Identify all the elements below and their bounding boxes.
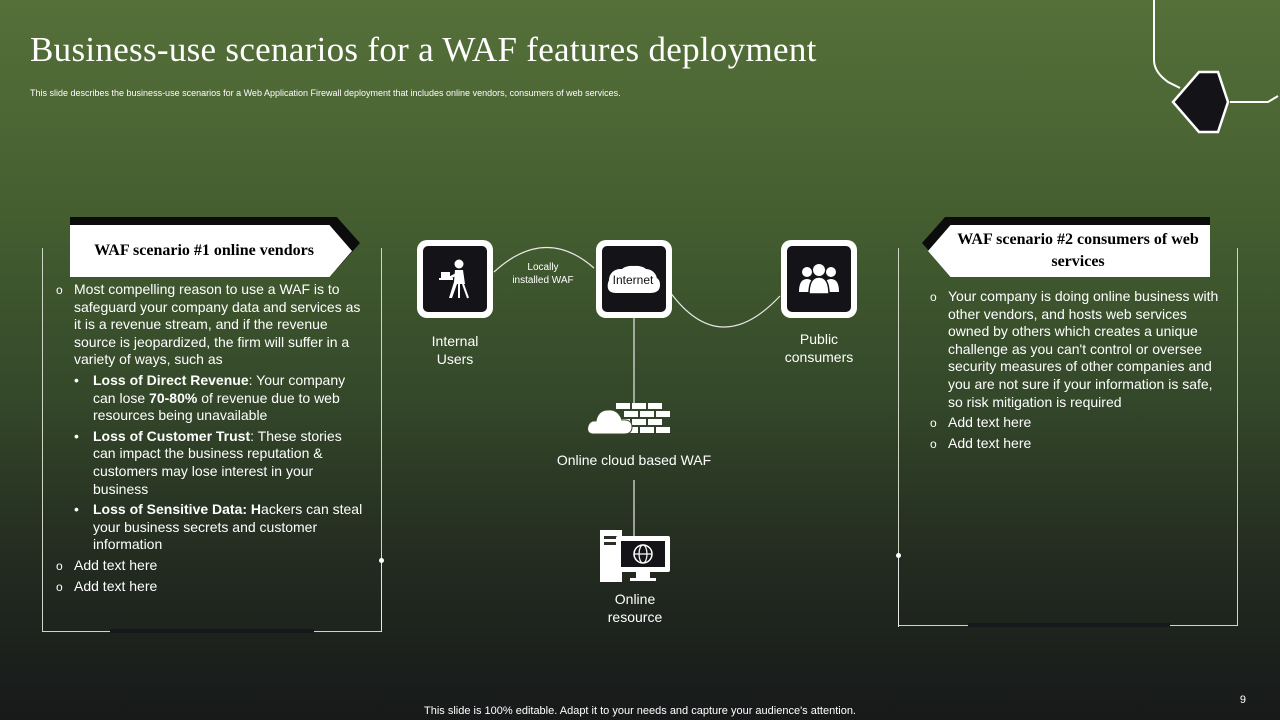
hexagon-decoration [1153, 0, 1279, 134]
internal-users-tile [417, 240, 493, 318]
left-panel-bottom-bar [110, 629, 314, 633]
page-subtitle: This slide describes the business-use sc… [30, 88, 621, 98]
group-users-icon [799, 264, 839, 295]
right-panel-dot [896, 553, 901, 558]
left-bullet-trust: Loss of Customer Trust: These stories ca… [52, 428, 364, 498]
right-panel-list: Your company is doing online business wi… [926, 288, 1226, 455]
page-number: 9 [1239, 694, 1246, 706]
right-panel-connector [898, 557, 899, 627]
internet-label: Internet [609, 269, 657, 291]
left-banner: WAF scenario #1 online vendors [70, 225, 352, 277]
public-consumers-label: Public consumers [784, 331, 854, 365]
person-at-desk-icon [439, 259, 469, 299]
left-bullet-revenue: Loss of Direct Revenue: Your company can… [52, 372, 364, 425]
cloud-waf-label: Online cloud based WAF [556, 452, 712, 468]
internal-users-label: Internal Users [431, 333, 479, 367]
locally-installed-waf-label: Locally installed WAF [512, 262, 574, 286]
left-intro-item: Most compelling reason to use a WAF is t… [52, 281, 364, 369]
page-title: Business-use scenarios for a WAF feature… [30, 30, 817, 69]
left-extra-item: Add text here [52, 578, 364, 596]
left-extra-item: Add text here [52, 557, 364, 575]
footer-note: This slide is 100% editable. Adapt it to… [424, 705, 856, 717]
left-panel-connector [381, 562, 382, 632]
right-banner: WAF scenario #2 consumers of web service… [928, 225, 1210, 277]
right-intro-item: Your company is doing online business wi… [926, 288, 1226, 411]
left-bullet-data: Loss of Sensitive Data: Hackers can stea… [52, 501, 364, 554]
right-extra-item: Add text here [926, 414, 1226, 432]
server-monitor-icon [600, 530, 670, 582]
right-panel-bottom-bar [968, 623, 1170, 627]
left-panel-list: Most compelling reason to use a WAF is t… [52, 281, 364, 598]
cloud-firewall-icon [587, 403, 670, 435]
online-resource-label: Online resource [607, 591, 663, 625]
left-panel-dot [379, 558, 384, 563]
public-consumers-tile [781, 240, 857, 318]
right-extra-item: Add text here [926, 435, 1226, 453]
